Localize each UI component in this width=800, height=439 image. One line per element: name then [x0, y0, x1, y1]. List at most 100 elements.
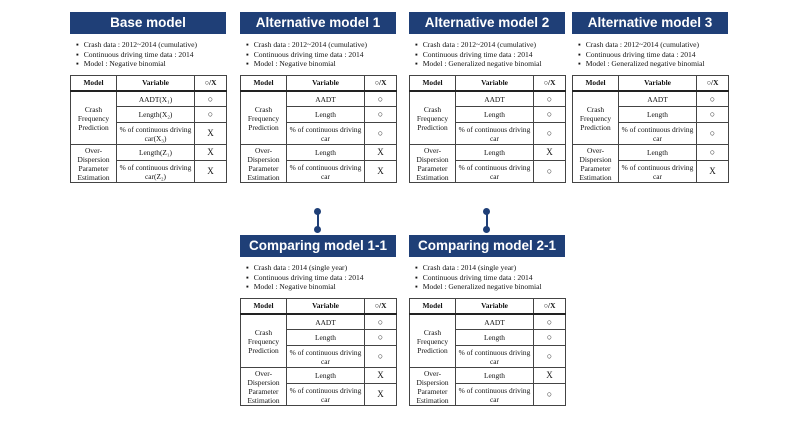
header-model: Model [572, 74, 619, 92]
header-model: Model [240, 297, 287, 315]
bullet-item: Continuous driving time data : 2014 [246, 273, 396, 283]
bullet-item: Continuous driving time data : 2014 [76, 50, 226, 60]
header-model: Model [409, 297, 456, 315]
connector-line-2 [486, 212, 488, 232]
panel-title: Alternative model 2 [409, 12, 565, 34]
mark-cell: X [364, 144, 397, 162]
mark-cell: ○ [364, 345, 397, 369]
mark-cell: ○ [533, 313, 566, 331]
mark-cell: ○ [533, 106, 566, 124]
variable-cell: % of continuous driving car(Z₂) [116, 160, 195, 184]
variable-cell: Length [286, 367, 365, 385]
bullet-item: Continuous driving time data : 2014 [246, 50, 396, 60]
base-model-panel: Base model Crash data : 2012~2014 (cumul… [70, 12, 227, 184]
category-crash-frequency: Crash Frequency Prediction [409, 313, 456, 369]
mark-cell: ○ [194, 106, 227, 124]
variable-cell: Length [455, 106, 534, 124]
bullet-item: Model : Generalized negative binomial [415, 282, 565, 292]
variable-cell: % of continuous driving car [455, 345, 534, 369]
header-mark: ○/X [364, 74, 397, 92]
bullet-item: Model : Negative binomial [246, 59, 396, 69]
bullet-item: Model : Generalized negative binomial [578, 59, 728, 69]
header-model: Model [409, 74, 456, 92]
category-crash-frequency: Crash Frequency Prediction [240, 90, 287, 146]
header-variable: Variable [286, 297, 365, 315]
bullet-item: Crash data : 2014 (single year) [415, 263, 565, 273]
bullet-item: Continuous driving time data : 2014 [415, 50, 565, 60]
mark-cell: X [194, 160, 227, 184]
variable-cell: AADT [455, 313, 534, 331]
header-variable: Variable [116, 74, 195, 92]
variable-cell: Length(X₂) [116, 106, 195, 124]
mark-cell: ○ [364, 90, 397, 108]
mark-cell: X [533, 367, 566, 385]
header-variable: Variable [618, 74, 697, 92]
mark-cell: X [194, 144, 227, 162]
mark-cell: X [194, 122, 227, 146]
bullet-item: Continuous driving time data : 2014 [415, 273, 565, 283]
comparing-model-2-1-panel: Comparing model 2-1 Crash data : 2014 (s… [409, 235, 566, 407]
mark-cell: ○ [364, 106, 397, 124]
variable-cell: AADT [286, 90, 365, 108]
variable-cell: % of continuous driving car [618, 160, 697, 184]
mark-cell: ○ [696, 106, 729, 124]
variable-cell: % of continuous driving car [286, 160, 365, 184]
panel-title: Alternative model 1 [240, 12, 396, 34]
bullet-item: Model : Negative binomial [246, 282, 396, 292]
header-mark: ○/X [364, 297, 397, 315]
category-crash-frequency: Crash Frequency Prediction [240, 313, 287, 369]
bullet-item: Crash data : 2012~2014 (cumulative) [578, 40, 728, 50]
variable-cell: Length [286, 106, 365, 124]
variable-cell: Length [455, 144, 534, 162]
mark-cell: ○ [194, 90, 227, 108]
variable-cell: AADT [286, 313, 365, 331]
category-crash-frequency: Crash Frequency Prediction [409, 90, 456, 146]
variable-cell: % of continuous driving car [286, 122, 365, 146]
mark-cell: ○ [533, 90, 566, 108]
bullet-item: Crash data : 2014 (single year) [246, 263, 396, 273]
category-crash-frequency: Crash Frequency Prediction [572, 90, 619, 146]
mark-cell: X [364, 160, 397, 184]
bullet-item: Crash data : 2012~2014 (cumulative) [76, 40, 226, 50]
variable-cell: Length [618, 144, 697, 162]
header-mark: ○/X [533, 74, 566, 92]
variable-cell: % of continuous driving car [455, 122, 534, 146]
connector-dot-bottom-2 [483, 226, 490, 233]
variable-cell: AADT(X₁) [116, 90, 195, 108]
panel-title: Comparing model 1-1 [240, 235, 396, 257]
mark-cell: ○ [364, 313, 397, 331]
variable-cell: % of continuous driving car [618, 122, 697, 146]
mark-cell: ○ [364, 329, 397, 347]
connector-dot-top-2 [483, 208, 490, 215]
category-over-dispersion: Over-Dispersion Parameter Estimation [409, 144, 456, 184]
category-over-dispersion: Over-Dispersion Parameter Estimation [70, 144, 117, 184]
bullet-item: Model : Generalized negative binomial [415, 59, 565, 69]
header-model: Model [70, 74, 117, 92]
category-over-dispersion: Over-Dispersion Parameter Estimation [240, 367, 287, 407]
variable-cell: AADT [618, 90, 697, 108]
alternative-model-1-panel: Alternative model 1 Crash data : 2012~20… [240, 12, 397, 184]
mark-cell: X [696, 160, 729, 184]
variable-cell: AADT [455, 90, 534, 108]
bullet-item: Crash data : 2012~2014 (cumulative) [246, 40, 396, 50]
mark-cell: ○ [533, 329, 566, 347]
panel-title: Comparing model 2-1 [409, 235, 565, 257]
header-variable: Variable [286, 74, 365, 92]
mark-cell: ○ [533, 345, 566, 369]
header-mark: ○/X [533, 297, 566, 315]
panel-title: Alternative model 3 [572, 12, 728, 34]
alternative-model-2-panel: Alternative model 2 Crash data : 2012~20… [409, 12, 566, 184]
variable-cell: % of continuous driving car [286, 383, 365, 407]
mark-cell: X [533, 144, 566, 162]
header-mark: ○/X [194, 74, 227, 92]
variable-cell: Length(Z₁) [116, 144, 195, 162]
comparing-model-1-1-panel: Comparing model 1-1 Crash data : 2014 (s… [240, 235, 397, 407]
header-variable: Variable [455, 297, 534, 315]
variable-cell: Length [455, 367, 534, 385]
mark-cell: ○ [533, 160, 566, 184]
mark-cell: ○ [533, 122, 566, 146]
variable-cell: Length [618, 106, 697, 124]
mark-cell: ○ [533, 383, 566, 407]
connector-dot-top-1 [314, 208, 321, 215]
category-crash-frequency: Crash Frequency Prediction [70, 90, 117, 146]
